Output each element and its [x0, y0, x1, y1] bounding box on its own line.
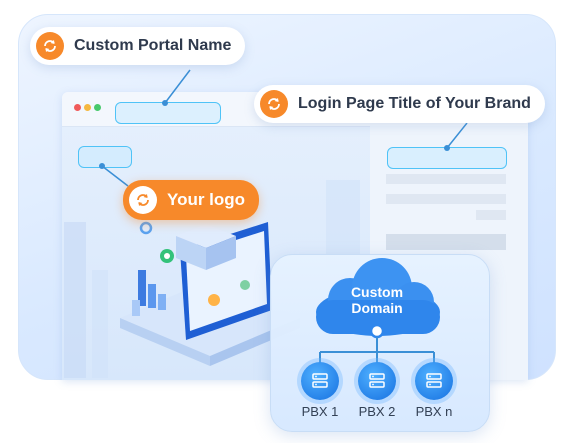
callout-label: Your logo — [167, 190, 246, 209]
domain-line2: Domain — [351, 300, 403, 316]
custom-domain-label: Custom Domain — [327, 284, 427, 316]
pbx-label-n: PBX n — [415, 404, 453, 419]
domain-line1: Custom — [350, 284, 404, 300]
pbx-label-1: PBX 1 — [301, 404, 339, 419]
close-dot-icon — [74, 104, 81, 111]
login-title-callout: Login Page Title of Your Brand — [254, 85, 545, 123]
maximize-dot-icon — [94, 104, 101, 111]
server-icon — [312, 373, 328, 388]
refresh-icon — [129, 186, 157, 214]
portal-name-placeholder — [115, 102, 221, 124]
callout-label: Custom Portal Name — [74, 37, 232, 54]
pbx-node-1 — [301, 362, 339, 400]
cloud-icon — [316, 258, 440, 336]
pbx-label-2: PBX 2 — [358, 404, 396, 419]
custom-domain-card — [270, 254, 490, 432]
minimize-dot-icon — [84, 104, 91, 111]
refresh-icon — [260, 90, 288, 118]
refresh-icon — [36, 32, 64, 60]
pbx-node-n — [415, 362, 453, 400]
pbx-node-2 — [358, 362, 396, 400]
server-icon — [426, 373, 442, 388]
your-logo-callout: Your logo — [123, 180, 260, 220]
callout-label: Login Page Title of Your Brand — [298, 95, 531, 112]
server-icon — [369, 373, 385, 388]
custom-portal-name-callout: Custom Portal Name — [30, 27, 246, 65]
